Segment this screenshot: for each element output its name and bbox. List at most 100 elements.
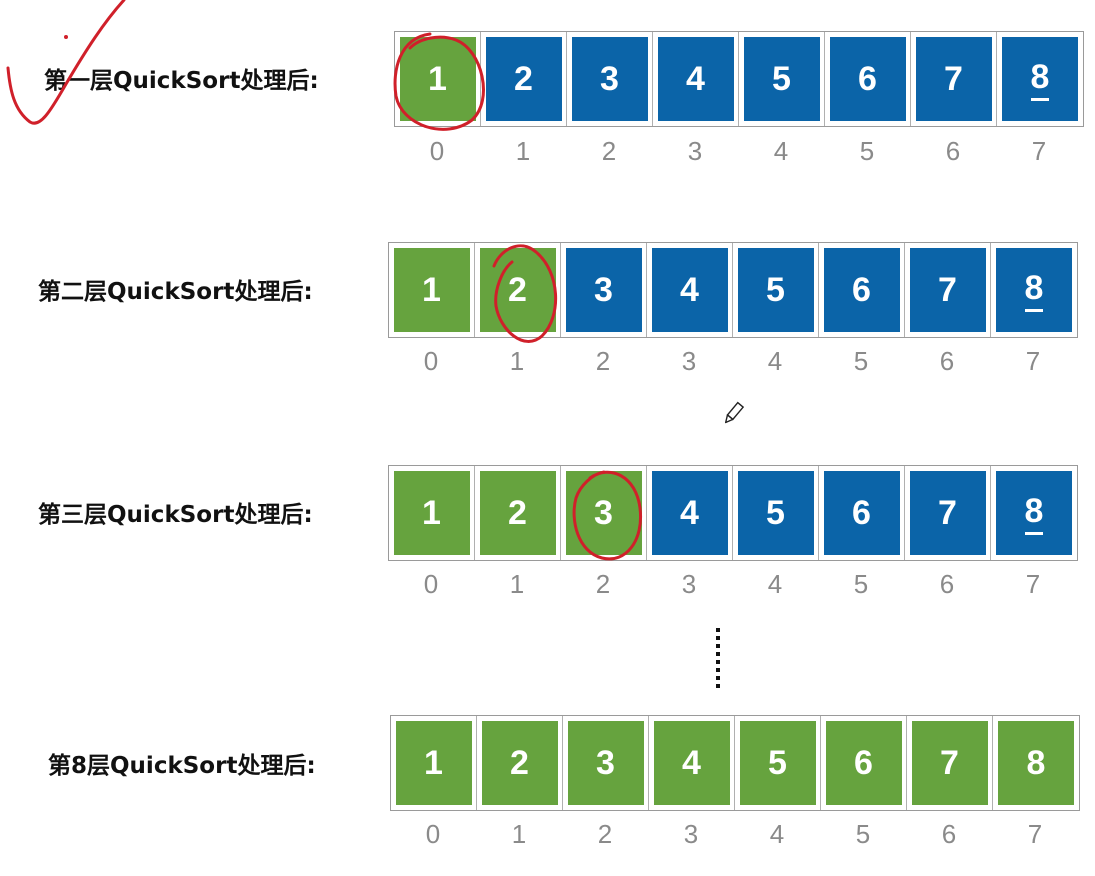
index-label: 3 [681, 569, 697, 599]
cell-value: 1 [399, 37, 476, 121]
index-label: 7 [1025, 569, 1041, 599]
index-label: 5 [859, 136, 875, 166]
cell-value: 6 [823, 471, 900, 555]
index-row-3: 0 1 2 3 4 5 6 7 [388, 569, 1076, 600]
index-label: 6 [939, 346, 955, 376]
row-label-4: 第8层QuickSort处理后: [48, 753, 316, 779]
array-cell: 4 [653, 32, 739, 126]
cell-value: 8 [1002, 37, 1078, 121]
array-cell: 5 [733, 243, 819, 337]
index-label: 1 [511, 819, 527, 849]
index-row-2: 0 1 2 3 4 5 6 7 [388, 346, 1076, 377]
array-cell: 6 [821, 716, 907, 810]
cell-value: 4 [651, 248, 728, 332]
checkmark-annotation [6, 0, 126, 125]
array-row-3: 1 2 3 4 5 6 7 8 [388, 465, 1078, 561]
index-label: 2 [595, 346, 611, 376]
index-label: 0 [423, 346, 439, 376]
array-cell: 6 [819, 466, 905, 560]
array-cell: 3 [567, 32, 653, 126]
cell-value: 5 [743, 37, 820, 121]
cell-value: 1 [393, 471, 470, 555]
index-row-4: 0 1 2 3 4 5 6 7 [390, 819, 1078, 850]
array-cell: 4 [647, 466, 733, 560]
index-label: 2 [601, 136, 617, 166]
array-cell: 5 [733, 466, 819, 560]
array-cell: 7 [905, 243, 991, 337]
array-cell: 3 [561, 466, 647, 560]
index-label: 4 [767, 569, 783, 599]
array-cell: 8 [991, 466, 1077, 560]
cell-value: 1 [393, 248, 470, 332]
cell-value: 1 [395, 721, 472, 805]
cell-value: 4 [653, 721, 730, 805]
array-cell: 8 [993, 716, 1079, 810]
array-cell: 1 [395, 32, 481, 126]
array-cell: 3 [561, 243, 647, 337]
array-cell: 2 [477, 716, 563, 810]
cell-value: 6 [823, 248, 900, 332]
index-label: 6 [941, 819, 957, 849]
index-label: 7 [1031, 136, 1047, 166]
cell-value: 8 [998, 721, 1074, 805]
index-label: 7 [1027, 819, 1043, 849]
cell-value: 5 [737, 471, 814, 555]
index-label: 4 [773, 136, 789, 166]
array-cell: 7 [907, 716, 993, 810]
cell-value: 5 [737, 248, 814, 332]
index-label: 3 [687, 136, 703, 166]
index-label: 2 [595, 569, 611, 599]
array-cell: 1 [389, 243, 475, 337]
cell-value: 3 [571, 37, 648, 121]
index-label: 0 [429, 136, 445, 166]
array-cell: 1 [389, 466, 475, 560]
pencil-icon [724, 401, 745, 424]
cell-value: 4 [657, 37, 734, 121]
cell-value: 2 [481, 721, 558, 805]
index-label: 6 [939, 569, 955, 599]
array-cell: 2 [475, 243, 561, 337]
cell-value: 2 [485, 37, 562, 121]
cell-value: 2 [479, 248, 556, 332]
index-label: 1 [509, 569, 525, 599]
index-label: 1 [509, 346, 525, 376]
array-cell: 5 [735, 716, 821, 810]
cell-value: 7 [915, 37, 992, 121]
index-label: 7 [1025, 346, 1041, 376]
cell-value: 3 [565, 471, 642, 555]
array-cell: 4 [649, 716, 735, 810]
array-cell: 7 [905, 466, 991, 560]
index-label: 4 [767, 346, 783, 376]
index-label: 0 [423, 569, 439, 599]
array-cell: 3 [563, 716, 649, 810]
array-cell: 6 [819, 243, 905, 337]
cell-value: 8 [996, 471, 1072, 555]
cell-value: 3 [565, 248, 642, 332]
cell-value: 3 [567, 721, 644, 805]
row-label-2: 第二层QuickSort处理后: [38, 279, 313, 305]
array-row-1: 1 2 3 4 5 6 7 8 [394, 31, 1084, 127]
index-label: 4 [769, 819, 785, 849]
cell-value: 4 [651, 471, 728, 555]
array-cell: 4 [647, 243, 733, 337]
index-label: 5 [855, 819, 871, 849]
array-cell: 5 [739, 32, 825, 126]
cell-value: 5 [739, 721, 816, 805]
index-label: 6 [945, 136, 961, 166]
array-cell: 7 [911, 32, 997, 126]
row-label-1: 第一层QuickSort处理后: [44, 68, 319, 94]
index-label: 2 [597, 819, 613, 849]
array-cell: 8 [997, 32, 1083, 126]
index-label: 5 [853, 569, 869, 599]
array-cell: 2 [475, 466, 561, 560]
index-label: 0 [425, 819, 441, 849]
index-label: 3 [681, 346, 697, 376]
array-cell: 8 [991, 243, 1077, 337]
row-label-3: 第三层QuickSort处理后: [38, 502, 313, 528]
array-cell: 1 [391, 716, 477, 810]
cell-value: 7 [909, 248, 986, 332]
index-label: 1 [515, 136, 531, 166]
cell-value: 8 [996, 248, 1072, 332]
cell-value: 6 [825, 721, 902, 805]
index-label: 3 [683, 819, 699, 849]
